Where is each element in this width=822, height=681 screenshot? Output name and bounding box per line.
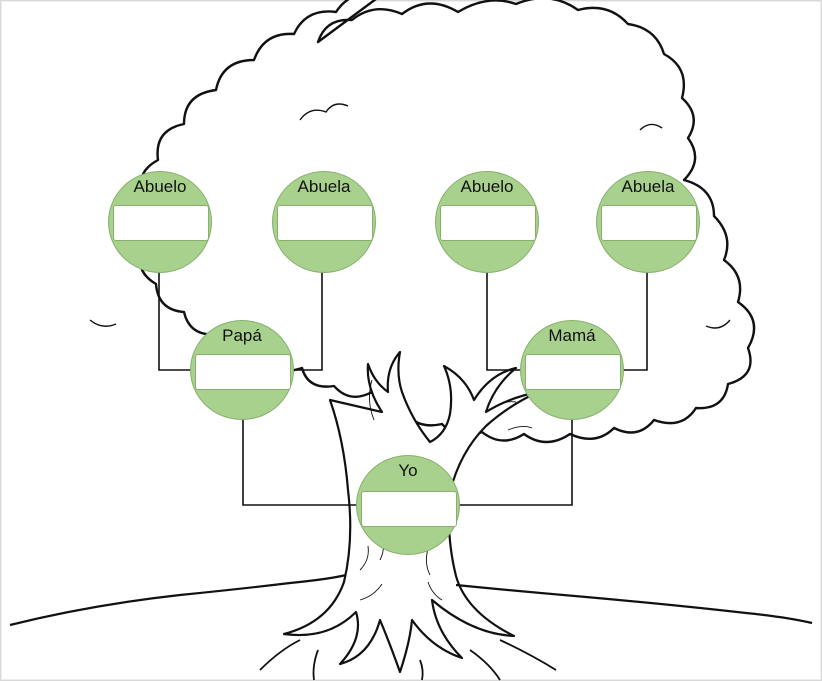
name-field-abuelo-paterno[interactable] [113,205,209,241]
node-mama: Mamá [520,320,624,420]
node-label: Papá [222,326,262,345]
node-abuela-paterna: Abuela [272,171,376,273]
name-field-abuelo-materno[interactable] [440,205,536,241]
node-abuela-materna: Abuela [596,171,700,273]
name-field-papa[interactable] [195,354,291,390]
node-yo: Yo [356,455,460,555]
node-label: Abuela [297,177,351,196]
node-abuelo-paterno: Abuelo [108,171,212,273]
tree-roots [259,639,557,681]
node-label: Abuelo [133,177,187,196]
node-label: Yo [398,461,418,480]
node-label: Abuelo [460,177,514,196]
ground-line [9,573,347,627]
node-label: Mamá [548,326,596,345]
node-label: Abuela [621,177,675,196]
node-papa: Papá [190,320,294,420]
node-abuelo-materno: Abuelo [435,171,539,273]
name-field-abuela-materna[interactable] [601,205,697,241]
name-field-mama[interactable] [525,354,621,390]
name-field-abuela-paterna[interactable] [277,205,373,241]
name-field-yo[interactable] [361,491,457,527]
